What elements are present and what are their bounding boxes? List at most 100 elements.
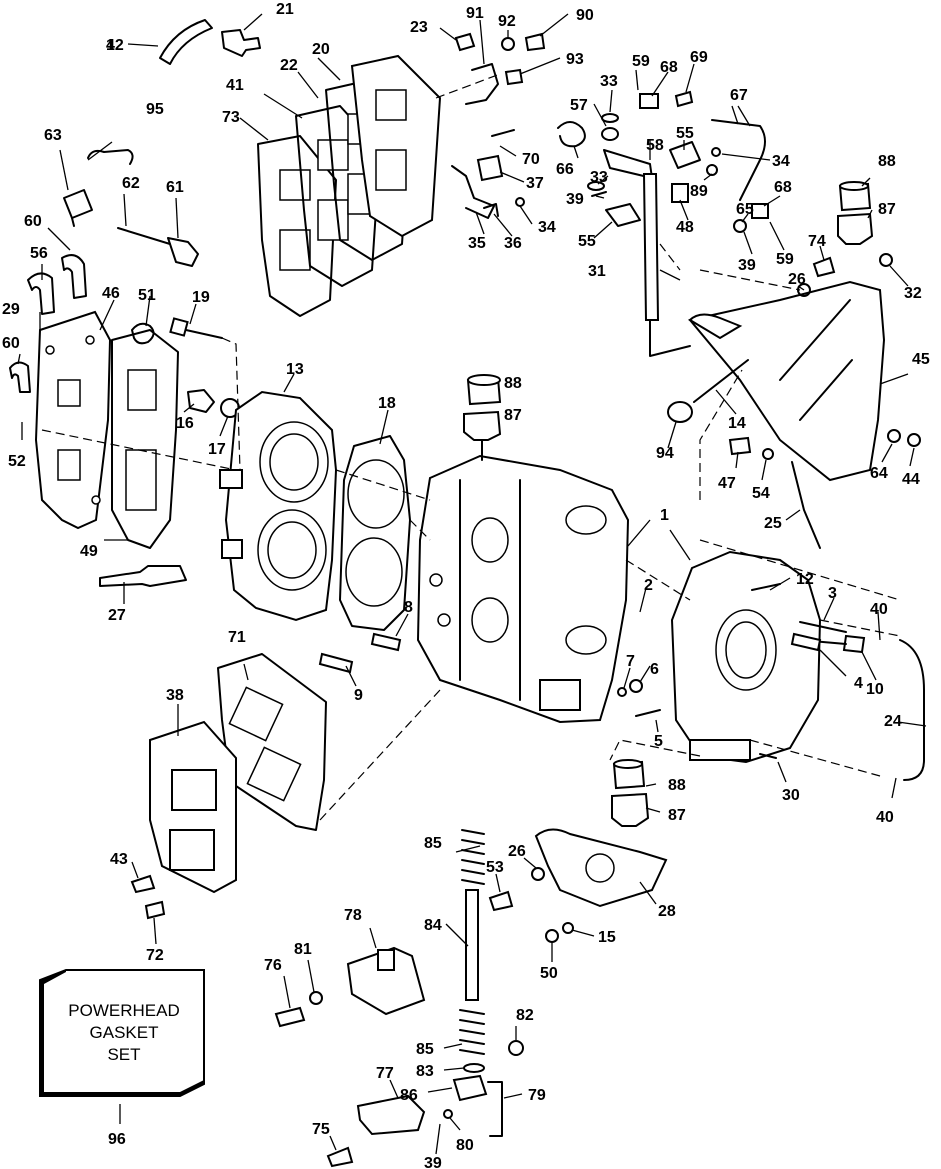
callout-73: 73 (222, 109, 240, 126)
plate-41 (295, 105, 381, 287)
callout-87b: 87 (878, 201, 896, 218)
callout-55b: 55 (578, 233, 596, 250)
link-67 (711, 119, 766, 201)
callout-79: 79 (528, 1087, 546, 1104)
callout-38: 38 (166, 687, 184, 704)
callout-6: 6 (650, 661, 659, 678)
mount-88-right (838, 181, 872, 212)
callout-33a: 33 (600, 73, 618, 90)
dowel-8 (370, 632, 402, 652)
clip-68a (639, 93, 659, 109)
bushing-37 (476, 154, 504, 182)
nut-92 (501, 37, 515, 51)
callout-26b: 26 (508, 843, 526, 860)
screw-70 (491, 129, 515, 137)
callout-10: 10 (866, 681, 884, 698)
callout-8: 8 (404, 599, 413, 616)
mount-87-center (463, 410, 502, 461)
callout-88c: 88 (668, 777, 686, 794)
wire-25 (791, 461, 821, 549)
dowel-9 (318, 652, 354, 674)
bracket-91 (465, 63, 499, 105)
nut-50 (545, 929, 559, 943)
callout-22: 22 (280, 57, 298, 74)
fitting-86 (452, 1074, 488, 1102)
spring-66 (557, 121, 586, 148)
bolt-43 (130, 874, 156, 894)
bolt-75 (326, 1146, 354, 1168)
powerhead-gasket-set-box: POWERHEAD GASKET SET (39, 969, 205, 1124)
cover-38 (149, 720, 237, 894)
screw-89 (706, 164, 718, 176)
callout-53: 53 (486, 859, 504, 876)
gasket-49 (111, 329, 179, 549)
washer-15 (562, 922, 574, 934)
callout-40a: 40 (870, 601, 888, 618)
nut-82 (508, 1040, 524, 1056)
leader-lines (17, 13, 927, 1155)
callout-34a: 34 (538, 219, 556, 236)
callout-17: 17 (208, 441, 226, 458)
clamp-60-upper (61, 254, 87, 299)
bolt-19 (169, 317, 223, 339)
washer-81 (309, 991, 323, 1005)
callout-56: 56 (30, 245, 48, 262)
callout-59a: 59 (632, 53, 650, 70)
callout-29: 29 (2, 301, 20, 318)
hose-42 (159, 19, 213, 65)
callout-92: 92 (498, 13, 516, 30)
bolt-30 (759, 753, 777, 759)
bolt-93 (504, 68, 524, 86)
plug-16 (187, 389, 215, 413)
callout-31: 31 (588, 263, 606, 280)
bolt-3 (799, 621, 847, 633)
callout-23: 23 (410, 19, 428, 36)
callout-9: 9 (354, 687, 363, 704)
bolt-53 (488, 890, 514, 912)
bolt-12 (751, 583, 781, 591)
callout-64: 64 (870, 465, 888, 482)
callout-80: 80 (456, 1137, 474, 1154)
hose-24 (899, 639, 925, 781)
clip-36 (483, 203, 499, 217)
washer-33b (587, 181, 605, 191)
callout-28: 28 (658, 903, 676, 920)
callout-19: 19 (192, 289, 210, 306)
callout-43: 43 (110, 851, 128, 868)
pin-4 (790, 632, 822, 652)
crankcase-1 (670, 550, 822, 764)
callout-12: 12 (796, 571, 814, 588)
callout-30: 30 (782, 787, 800, 804)
callout-85a: 85 (424, 835, 442, 852)
clamp-60-lower (9, 361, 31, 393)
shaft-84 (465, 889, 479, 1001)
bolt-90 (524, 32, 546, 52)
callout-41: 41 (226, 77, 244, 94)
bolt-47 (728, 436, 752, 456)
callout-86: 86 (400, 1087, 418, 1104)
rod-79 (487, 1081, 503, 1137)
callout-44: 44 (902, 471, 920, 488)
washer-6 (629, 679, 643, 693)
head-gasket-18 (339, 435, 411, 631)
callout-39a: 39 (566, 191, 584, 208)
callout-67: 67 (730, 87, 748, 104)
washer-80 (443, 1109, 453, 1119)
screw-69 (674, 90, 694, 108)
callout-7: 7 (626, 653, 635, 670)
callout-14: 14 (728, 415, 746, 432)
gasket-set-line-2: GASKET (90, 1023, 159, 1042)
callout-24: 24 (884, 713, 902, 730)
washer-64 (887, 429, 901, 443)
screw-34a (515, 197, 525, 207)
wire-62 (117, 227, 171, 245)
callout-66: 66 (556, 161, 574, 178)
callout-61: 61 (166, 179, 184, 196)
cover-20 (350, 54, 442, 238)
callout-27: 27 (108, 607, 126, 624)
callout-21: 21 (276, 1, 294, 18)
callout-84: 84 (424, 917, 442, 934)
callout-78: 78 (344, 907, 362, 924)
callout-26a: 26 (788, 271, 806, 288)
bolt-14 (693, 359, 749, 403)
